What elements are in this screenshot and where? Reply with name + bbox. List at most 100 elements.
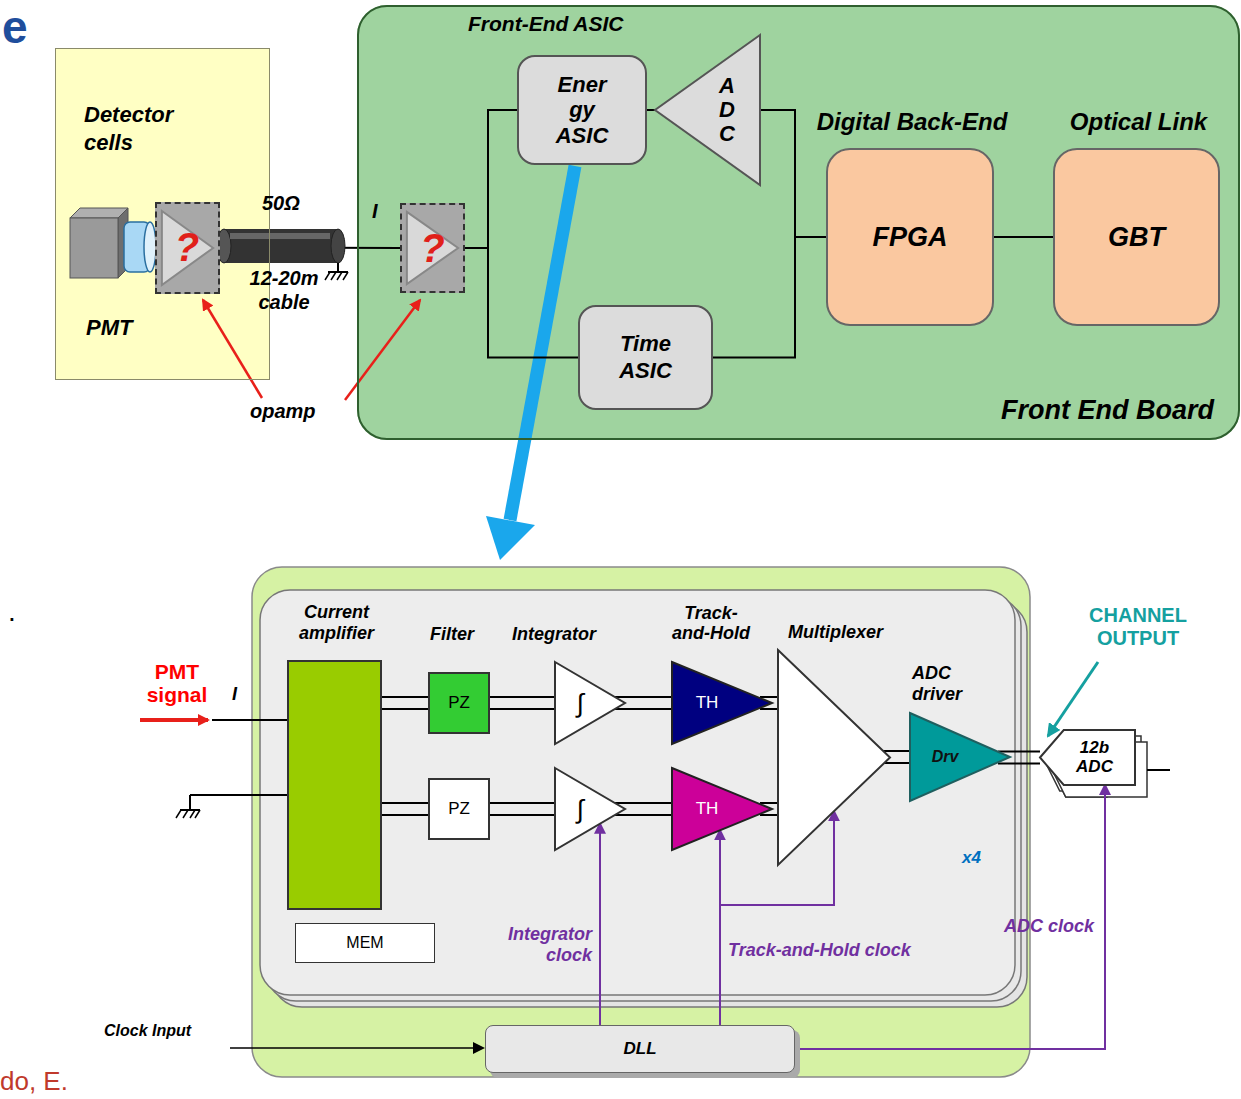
pmt-signal-input: [190, 794, 287, 796]
connector-line: [760, 708, 778, 710]
coax-cable: [217, 229, 345, 263]
connector-line: [490, 802, 555, 804]
signal-wire: [465, 110, 517, 248]
impedance-label: 50Ω: [262, 192, 300, 215]
integrator: ∫: [555, 768, 625, 850]
asic-zoom-arrow: [486, 166, 575, 560]
clock-label: Track-and-Hold clock: [728, 940, 911, 961]
adc-block: 12b ADC: [1040, 730, 1135, 785]
adc-triangle: A D C: [655, 35, 760, 185]
pmt-illustration: [70, 208, 156, 278]
connector-line: [490, 696, 555, 698]
detector-box-text: PMT: [86, 315, 166, 341]
track-hold-outline: [672, 768, 772, 850]
integrator-outline: [555, 768, 625, 850]
input-label: Clock Input: [104, 1022, 191, 1040]
connector-line: [465, 110, 517, 248]
connector-line: [613, 696, 672, 698]
adc-driver: ADC driverDrv: [910, 713, 1010, 801]
differential-wire: [490, 697, 555, 709]
coax-cable: [224, 229, 338, 263]
connector-line: [490, 708, 555, 710]
slide-fragment: e: [2, 0, 28, 54]
adc-driver-text: ADC driver: [912, 663, 992, 704]
ground-symbol: [343, 272, 348, 280]
group-label: Front-End ASIC: [468, 12, 624, 36]
detector-fill: [55, 48, 270, 380]
connector-line: [465, 248, 578, 358]
track-hold-text: TH: [696, 799, 719, 819]
signal-name: I: [372, 200, 378, 223]
connector-line: [998, 763, 1040, 765]
signal-name: I: [232, 684, 237, 705]
memory-box: MEM: [295, 923, 435, 963]
adc-triangle-outline: [655, 35, 760, 185]
opamp-box-text: ?: [420, 226, 444, 271]
connector-line: [998, 751, 1040, 753]
detector-box-text: Detector cells: [84, 101, 214, 156]
gbt-box-text: Optical Link: [1035, 108, 1241, 136]
differential-wire: [382, 697, 428, 709]
pmt-signal-input: [212, 719, 287, 721]
connector-line: [490, 814, 555, 816]
multiplexer-shape: [778, 650, 890, 865]
opamp-box-text: ?: [175, 225, 199, 270]
asic-box: Time ASIC: [578, 305, 713, 410]
channel-stack: [260, 590, 1015, 995]
coax-cable: [230, 233, 330, 239]
signal-wire: [465, 248, 578, 358]
column-label: Integrator: [512, 624, 596, 645]
opamp-box: ?: [155, 202, 220, 294]
pmt-signal-input: [189, 795, 191, 810]
adc-output-wire: [1147, 769, 1170, 771]
output-label: CHANNEL OUTPUT: [1076, 604, 1200, 650]
pmt-signal-input: [195, 810, 200, 818]
asic-zoom-arrow: [510, 166, 575, 520]
memory-box-text: MEM: [346, 934, 383, 952]
asic-box-text: Ener gy ASIC: [550, 72, 614, 148]
ground-symbol: [337, 272, 342, 280]
cable-label: 12-20m cable: [240, 266, 328, 314]
differential-wire: [382, 803, 428, 815]
integrator-text: ∫: [576, 688, 583, 719]
connector-line: [760, 814, 778, 816]
pz-filter: PZ: [428, 778, 490, 840]
ground-symbol: [325, 263, 348, 280]
pz-filter: PZ: [428, 672, 490, 734]
clock-line: [600, 824, 601, 1025]
asic-box: Ener gy ASIC: [517, 55, 647, 165]
signal-name: PMT signal: [138, 660, 216, 706]
signal-wire: [713, 237, 826, 358]
clock-line: [795, 785, 1105, 1049]
adc-block-text: 12b ADC: [1071, 739, 1119, 776]
detector-box: Detector cellsPMT?: [55, 48, 270, 380]
track-hold: TH: [672, 768, 772, 850]
signal-wire: [760, 110, 826, 237]
channel-stack: [260, 590, 1027, 1007]
track-hold-outline: [672, 662, 772, 744]
adc-block-outline: [1040, 730, 1135, 785]
integrator-shape: [555, 662, 625, 744]
opamp-box-outline: [407, 212, 458, 284]
opamp-pointer: [203, 300, 262, 398]
dll-box-text: DLL: [623, 1039, 656, 1059]
multiplexer-outline: [778, 650, 890, 865]
board-outline: Front End Board?Ener gy ASICA D CTime AS…: [357, 5, 1240, 440]
connector-line: [599, 824, 601, 1025]
connector-line: [760, 110, 826, 237]
pz-filter-text: PZ: [448, 693, 470, 713]
ground-symbol: [325, 272, 330, 280]
current-amplifier: Current amplifier: [287, 660, 382, 910]
track-hold-shape: [672, 662, 772, 744]
track-hold: TH: [672, 662, 772, 744]
slide-fragment: do, E.: [0, 1066, 68, 1097]
track-hold-shape: [672, 768, 772, 850]
opamp-box-outline: [161, 211, 212, 285]
pmt-signal-input: [180, 809, 200, 811]
adc-driver-shape: [910, 713, 1010, 801]
connector-line: [795, 785, 1105, 1049]
connector-line: [613, 802, 672, 804]
adc-triangle-shape: [655, 35, 760, 185]
asic-box-text: Time ASIC: [606, 331, 686, 384]
differential-wire: [490, 803, 555, 815]
